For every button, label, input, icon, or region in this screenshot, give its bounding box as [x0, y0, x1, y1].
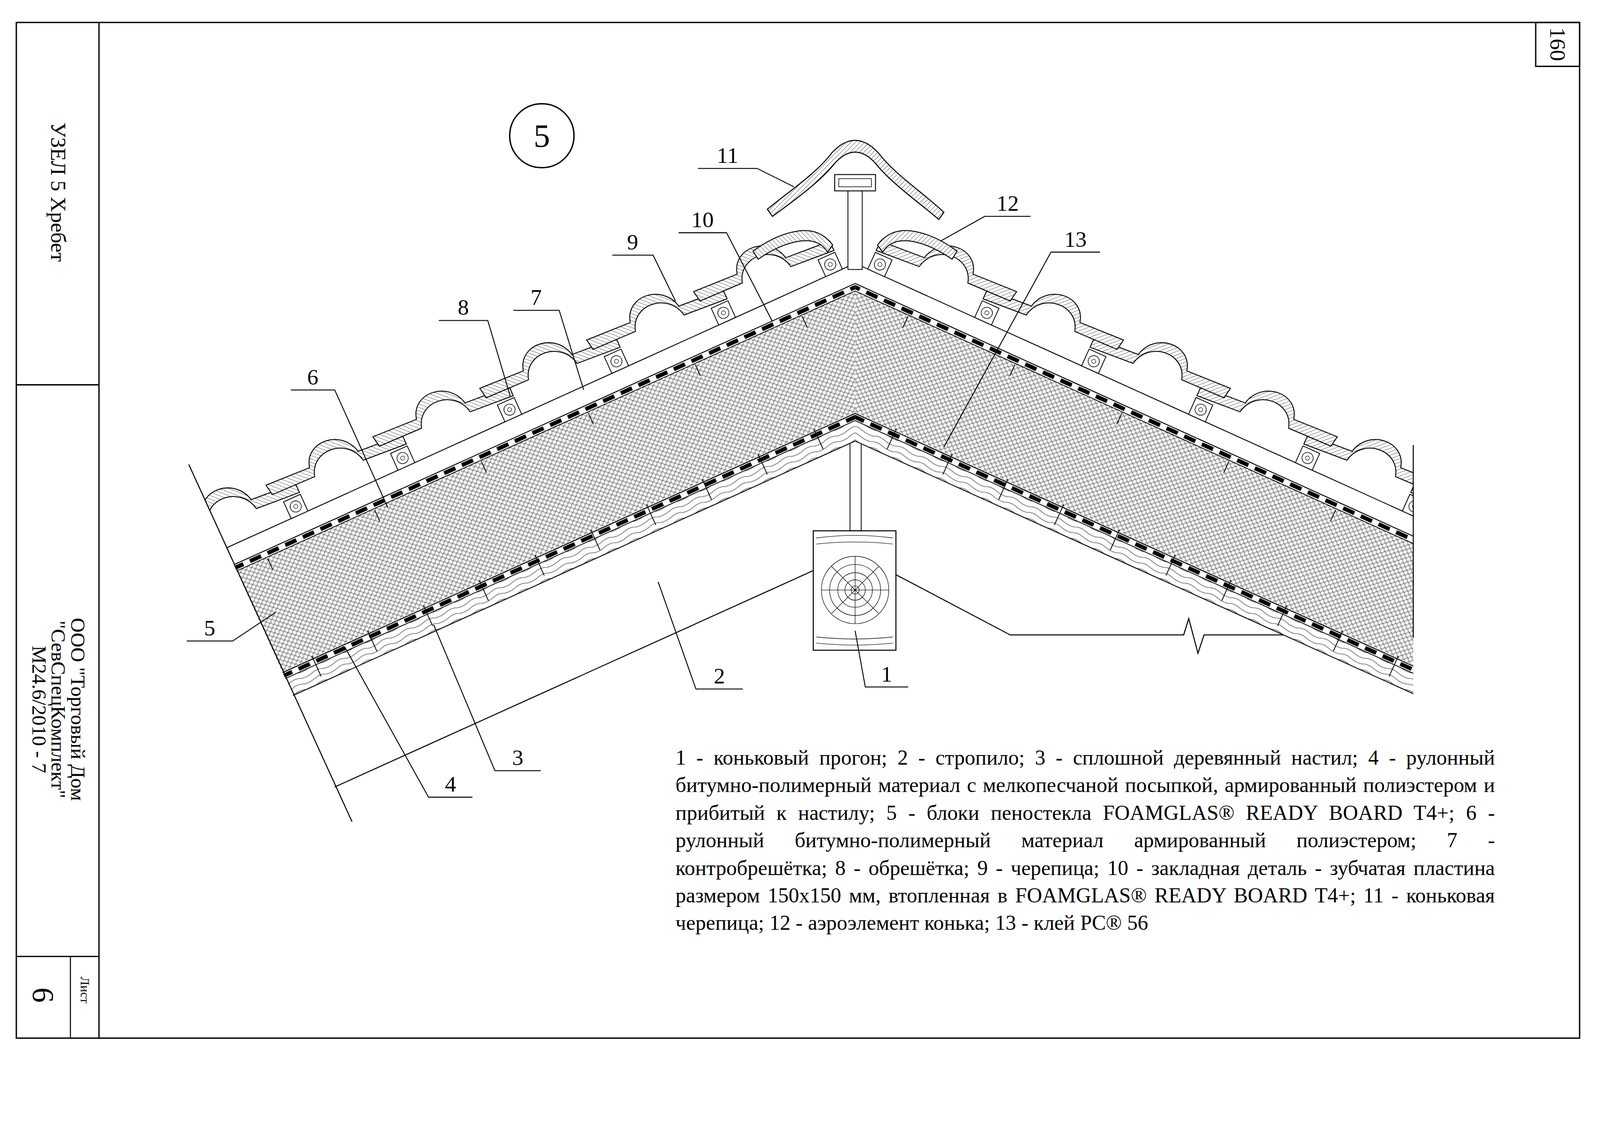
ridge-aero-element [753, 230, 833, 260]
callout-number: 11 [716, 144, 738, 167]
grain-lines [816, 535, 894, 645]
leader-6 [290, 389, 389, 508]
callout-number: 13 [1064, 227, 1087, 250]
ridge-bracket-inner [838, 178, 872, 188]
right-slope [855, 124, 1414, 816]
callout-number: 6 [306, 365, 319, 388]
title-strip-line [69, 955, 71, 1038]
ridge-bracket [834, 174, 876, 192]
leader-10 [678, 232, 773, 322]
callout-number: 2 [713, 664, 726, 687]
leader-11 [697, 168, 794, 187]
sheet-number: 6 [27, 987, 58, 1003]
page-number-box [1535, 22, 1580, 67]
ridge-holder [847, 189, 863, 270]
company-stamp: ООО "Торговый Дом "СевСпецКомплект" М24.… [29, 572, 88, 847]
right-slope-layers [855, 124, 1414, 816]
radial-cracks [821, 555, 889, 624]
callout-number: 8 [457, 296, 469, 319]
title-strip-line [16, 384, 99, 386]
callout-number: 7 [530, 285, 542, 309]
title-strip-line [16, 955, 99, 957]
purlin-grain [816, 535, 894, 645]
callout-number: 3 [512, 746, 524, 769]
leader-4 [344, 646, 473, 797]
callout-number: 5 [203, 616, 216, 639]
title-strip-line [98, 22, 100, 1038]
ridge-purlin [813, 530, 896, 650]
leader-3 [433, 624, 541, 771]
detail-number: 5 [533, 119, 551, 153]
detail-number-circle: 5 [509, 103, 575, 169]
legend-note: 1 - коньковый прогон; 2 - стропило; 3 - … [675, 743, 1496, 937]
leader-8 [438, 320, 511, 397]
callout-number: 12 [996, 192, 1019, 215]
callout-number: 1 [881, 662, 893, 685]
leader-5 [186, 612, 276, 641]
leader-13 [943, 252, 1100, 447]
ridge-tile [767, 140, 944, 220]
ridge-board [850, 438, 862, 531]
callout-number: 10 [691, 208, 714, 231]
callout-number: 9 [627, 230, 639, 254]
growth-ring [821, 555, 889, 624]
leader-1 [855, 630, 909, 687]
callout-number: 4 [444, 772, 457, 795]
drawing-title: УЗЕЛ 5 Хребет [47, 122, 69, 262]
section-cut-line [1412, 444, 1414, 638]
leader-2 [658, 581, 743, 689]
leader-7 [513, 310, 584, 390]
sheet-label: Лист [78, 976, 92, 1004]
section-cut-line [188, 464, 353, 822]
leader-lines [186, 168, 1100, 797]
leader-12 [940, 216, 1031, 241]
page-number: 160 [1546, 27, 1569, 62]
leader-9 [612, 254, 676, 302]
ridge-aero-element [877, 230, 958, 260]
